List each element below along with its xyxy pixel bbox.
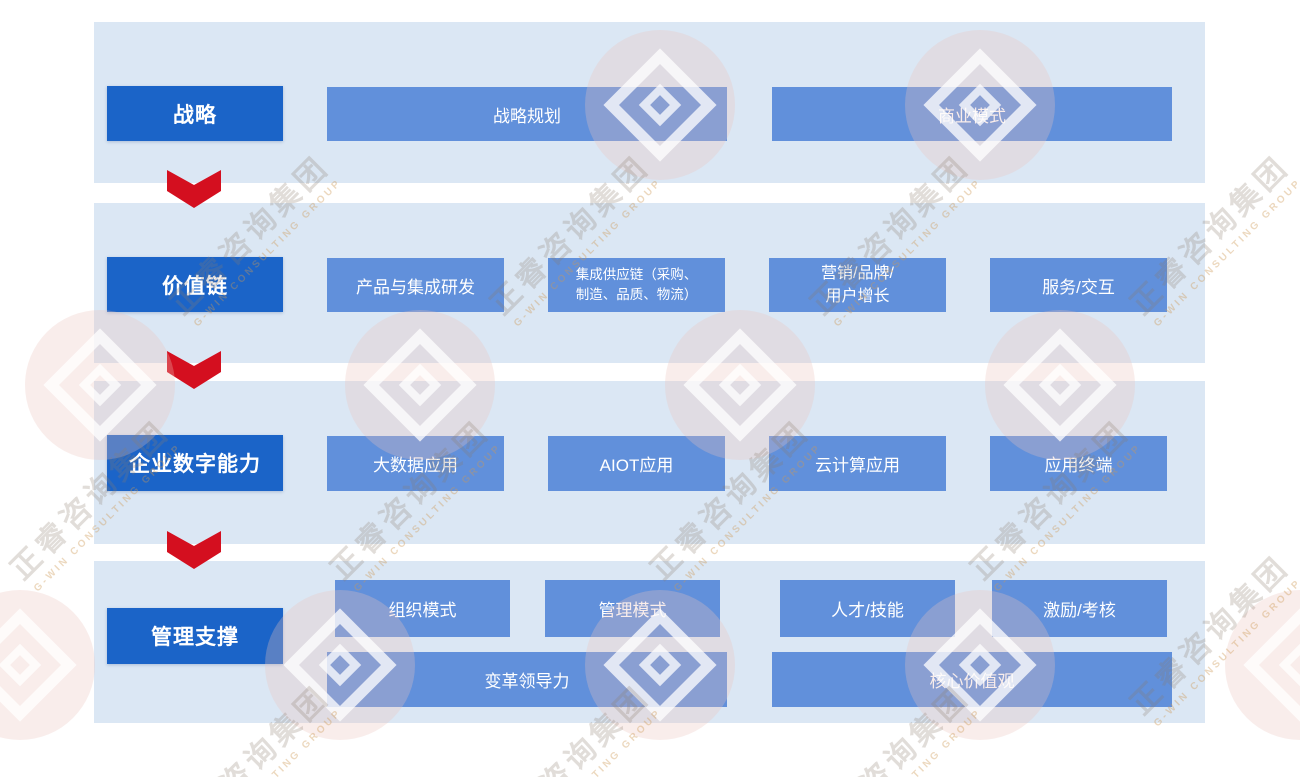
item-marketing-brand-growth: 营销/品牌/ 用户增长 (769, 258, 946, 312)
item-strategic-planning: 战略规划 (327, 87, 727, 141)
item-business-model: 商业模式 (772, 87, 1172, 141)
watermark-badge (1225, 590, 1300, 740)
item-management-model: 管理模式 (545, 580, 720, 637)
row-label-strategy: 战略 (107, 86, 283, 141)
chevron-down-icon (167, 531, 221, 569)
row-label-value-chain: 价值链 (107, 257, 283, 312)
item-incentive-assessment: 激励/考核 (992, 580, 1167, 637)
item-integrated-supply-chain: 集成供应链（采购、 制造、品质、物流） (548, 258, 725, 312)
watermark-logo-icon (1243, 608, 1300, 722)
item-application-terminal: 应用终端 (990, 436, 1167, 491)
item-talent-skill: 人才/技能 (780, 580, 955, 637)
row-label-digital-capability: 企业数字能力 (107, 435, 283, 491)
chevron-down-icon (167, 170, 221, 208)
item-cloud-computing-application: 云计算应用 (769, 436, 946, 491)
watermark-logo-inner-icon (0, 643, 42, 687)
item-product-integrated-rd: 产品与集成研发 (327, 258, 504, 312)
item-service-interaction: 服务/交互 (990, 258, 1167, 312)
item-organization-model: 组织模式 (335, 580, 510, 637)
watermark-badge (0, 590, 95, 740)
watermark-logo-inner-icon (1278, 643, 1300, 687)
item-core-values: 核心价值观 (772, 652, 1172, 707)
item-change-leadership: 变革领导力 (327, 652, 727, 707)
chevron-down-icon (167, 351, 221, 389)
item-aiot-application: AIOT应用 (548, 436, 725, 491)
row-label-management-support: 管理支撑 (107, 608, 283, 664)
watermark-logo-icon (0, 608, 77, 722)
item-big-data-application: 大数据应用 (327, 436, 504, 491)
